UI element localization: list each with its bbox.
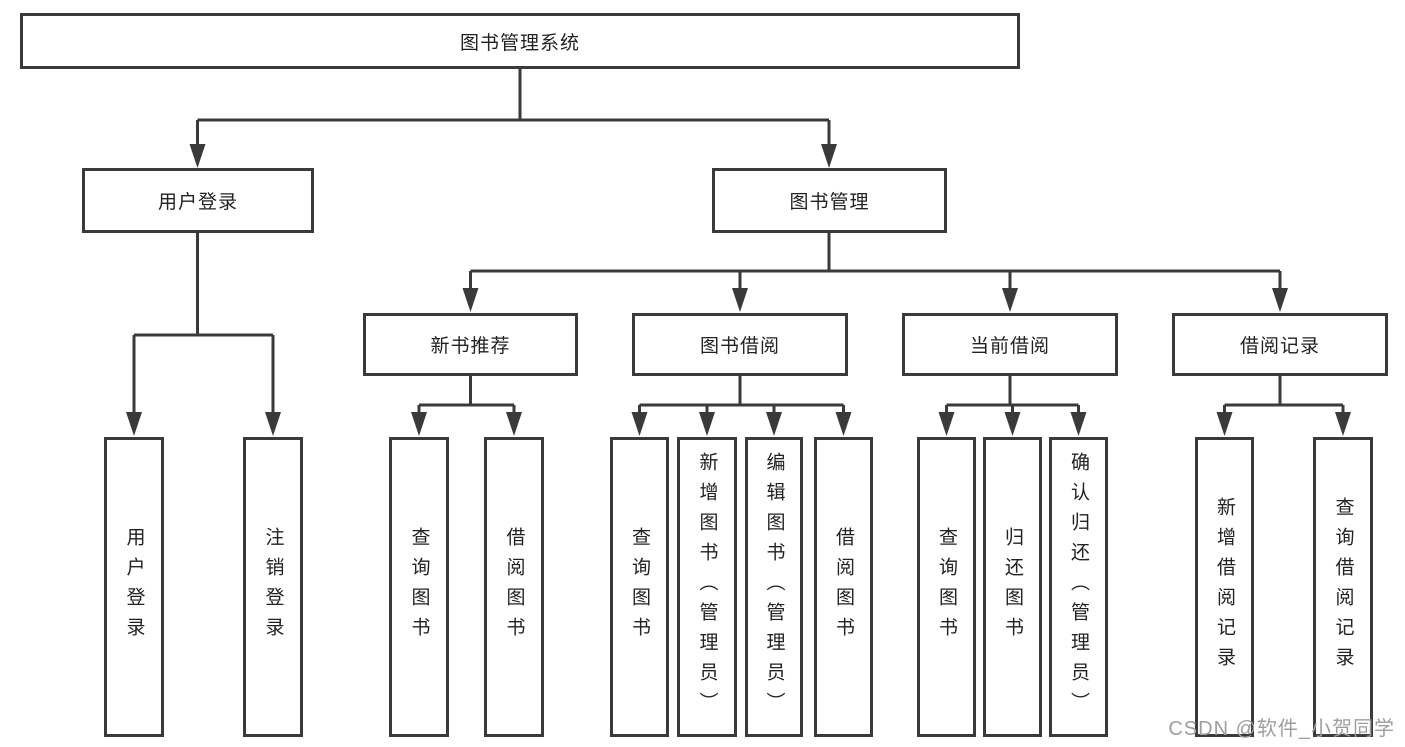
leaf-borrow-books-recommend: 借阅图书 <box>484 437 544 737</box>
node-label: 借阅记录 <box>1239 336 1320 357</box>
leaf-label: 查询图书 <box>936 527 957 647</box>
connector-user-login-to-leaves <box>126 233 281 436</box>
leaf-query-books-current: 查询图书 <box>917 437 976 737</box>
node-label: 图书借阅 <box>699 336 780 357</box>
connector-current-borrow-to-leaves <box>938 376 1087 436</box>
node-label: 图书管理系统 <box>459 32 580 54</box>
leaf-label: 借阅图书 <box>503 527 525 647</box>
leaf-label: 借阅图书 <box>833 527 854 647</box>
leaf-logout: 注销登录 <box>243 437 303 737</box>
connector-book-borrow-to-leaves <box>631 376 852 436</box>
node-label: 用户登录 <box>157 192 238 213</box>
leaf-label: 编辑图书（管理员） <box>763 452 785 722</box>
leaf-label: 查询图书 <box>408 527 430 647</box>
node-book-borrow: 图书借阅 <box>632 313 848 376</box>
connector-new-book-to-leaves <box>411 376 522 436</box>
node-root-library-system: 图书管理系统 <box>20 13 1020 69</box>
leaf-add-borrow-record: 新增借阅记录 <box>1195 437 1254 737</box>
node-new-book-recommend: 新书推荐 <box>363 313 578 376</box>
node-label: 图书管理 <box>789 192 870 213</box>
leaf-user-login: 用户登录 <box>104 437 164 737</box>
node-label: 新书推荐 <box>430 336 511 357</box>
leaf-label: 归还图书 <box>1002 527 1023 647</box>
node-current-borrow: 当前借阅 <box>902 313 1118 376</box>
leaf-query-books-borrow: 查询图书 <box>610 437 669 737</box>
csdn-watermark: CSDN @软件_小贺同学 <box>1168 718 1395 740</box>
leaf-query-books-recommend: 查询图书 <box>389 437 449 737</box>
leaf-label: 查询图书 <box>629 527 650 647</box>
leaf-confirm-return-admin: 确认归还（管理员） <box>1049 437 1108 737</box>
node-user-login: 用户登录 <box>82 168 314 233</box>
leaf-label: 查询借阅记录 <box>1332 497 1354 677</box>
leaf-label: 注销登录 <box>262 527 284 647</box>
leaf-return-books: 归还图书 <box>983 437 1042 737</box>
connector-root-to-level2 <box>189 69 837 168</box>
connector-book-management-to-level3 <box>462 233 1288 312</box>
leaf-label: 新增图书（管理员） <box>696 452 718 722</box>
leaf-add-books-admin: 新增图书（管理员） <box>677 437 737 737</box>
node-borrow-records: 借阅记录 <box>1172 313 1388 376</box>
leaf-query-borrow-record: 查询借阅记录 <box>1313 437 1373 737</box>
leaf-label: 确认归还（管理员） <box>1068 452 1089 722</box>
connector-borrow-records-to-leaves <box>1216 376 1351 436</box>
leaf-label: 用户登录 <box>123 527 145 647</box>
node-book-management: 图书管理 <box>712 168 947 233</box>
leaf-label: 新增借阅记录 <box>1214 497 1235 677</box>
node-label: 当前借阅 <box>969 336 1050 357</box>
leaf-edit-books-admin: 编辑图书（管理员） <box>745 437 803 737</box>
leaf-borrow-books: 借阅图书 <box>814 437 873 737</box>
